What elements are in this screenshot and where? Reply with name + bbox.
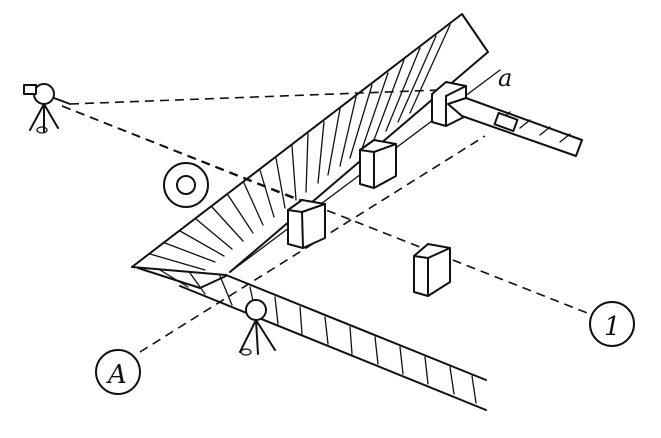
axis-marker-1-label: 1 bbox=[604, 312, 621, 342]
peg-block-3 bbox=[413, 243, 451, 297]
axis-marker-1: 1 bbox=[589, 301, 635, 347]
sight-lines bbox=[61, 89, 601, 353]
peg-block-2 bbox=[359, 139, 397, 189]
theodolite-upper-icon bbox=[23, 83, 71, 134]
target-marker-icon bbox=[163, 162, 209, 208]
label-a: a bbox=[498, 64, 512, 92]
lower-slope-hatching bbox=[137, 267, 477, 404]
axis-marker-a-label: A bbox=[106, 360, 127, 390]
leveling-rod bbox=[447, 97, 583, 157]
upper-slope-hatching bbox=[149, 24, 451, 271]
theodolite-lower-icon bbox=[239, 299, 276, 356]
peg-block-1 bbox=[287, 199, 326, 249]
axis-marker-a: A bbox=[95, 349, 141, 395]
